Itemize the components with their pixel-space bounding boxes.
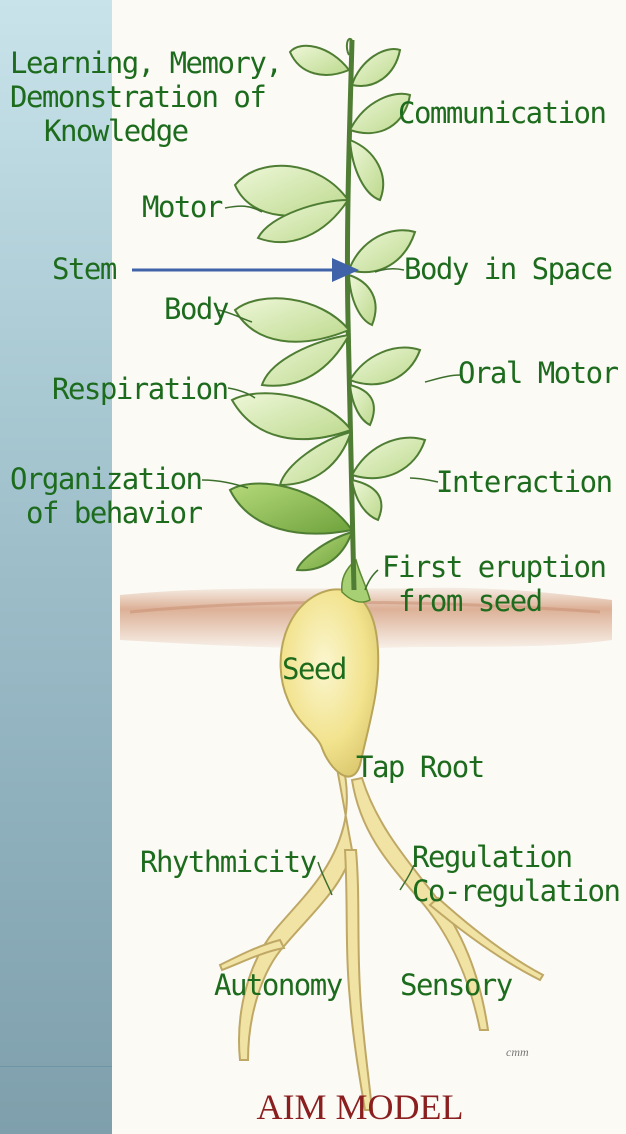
label-communication: Communication: [398, 96, 605, 130]
label-learning-line3: Knowledge: [10, 114, 281, 148]
label-sensory: Sensory: [400, 968, 512, 1002]
label-first-eruption: First eruption from seed: [382, 550, 605, 618]
label-autonomy: Autonomy: [214, 968, 342, 1002]
label-learning: Learning, Memory, Demonstration of Knowl…: [10, 46, 281, 148]
label-organization: Organization of behavior: [10, 462, 202, 530]
diagram-title: AIM MODEL: [200, 1085, 520, 1129]
main-stem: [347, 40, 354, 590]
root-system: [220, 730, 543, 1110]
label-body-in-space: Body in Space: [404, 252, 611, 286]
label-seed: Seed: [282, 652, 346, 686]
label-body: Body: [164, 292, 228, 326]
label-respiration: Respiration: [52, 372, 228, 406]
artist-signature: cmm: [506, 1045, 529, 1060]
label-stem: Stem: [52, 252, 116, 286]
label-regulation: Regulation Co-regulation: [412, 840, 619, 908]
label-learning-line1: Learning, Memory,: [10, 46, 281, 80]
label-interaction: Interaction: [436, 465, 612, 499]
label-organization-line2: of behavior: [10, 496, 202, 530]
label-regulation-line1: Regulation: [412, 840, 619, 874]
label-organization-line1: Organization: [10, 462, 202, 496]
label-first-eruption-line2: from seed: [382, 584, 605, 618]
label-regulation-line2: Co-regulation: [412, 874, 619, 908]
label-motor: Motor: [142, 190, 222, 224]
label-rhythmicity: Rhythmicity: [140, 845, 316, 879]
label-oral-motor: Oral Motor: [458, 356, 618, 390]
label-learning-line2: Demonstration of: [10, 80, 281, 114]
label-tap-root: Tap Root: [356, 750, 484, 784]
label-first-eruption-line1: First eruption: [382, 550, 605, 584]
